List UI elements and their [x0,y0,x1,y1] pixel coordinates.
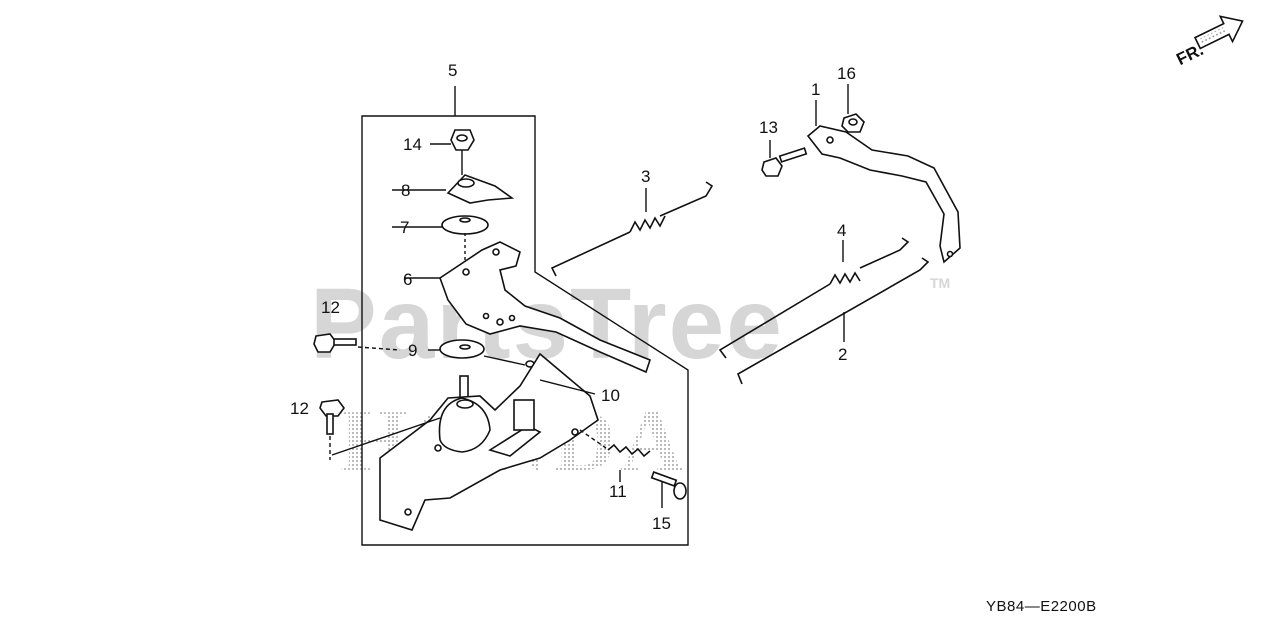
callout-3: 3 [641,167,650,186]
callout-6: 6 [403,270,412,289]
front-direction-indicator: FR. [1173,15,1244,69]
callout-12-upper: 12 [321,298,340,317]
callout-10: 10 [601,386,620,405]
callout-1: 1 [811,80,820,99]
bolt-part-12-lower [319,399,441,460]
callout-2: 2 [838,345,847,364]
callout-9: 9 [408,341,417,360]
callout-8: 8 [401,181,410,200]
base-plate-part-10 [379,352,599,531]
lever-part-1 [806,100,961,264]
callout-labels: 5 14 8 7 6 12 9 12 10 11 15 3 16 1 13 4 … [290,61,856,533]
nut-part-14 [430,129,475,175]
callout-16: 16 [837,64,856,83]
front-arrow-icon [1193,15,1244,50]
bolt-part-15 [650,471,687,508]
spring-part-11 [579,429,651,482]
callout-11: 11 [609,482,627,501]
seat-part-8 [392,174,515,204]
assembly-5-frame [361,86,689,546]
callout-13: 13 [759,118,778,137]
nut-part-16 [841,84,865,133]
callout-15: 15 [652,514,671,533]
bolt-part-12-upper [313,333,401,353]
rod-part-2 [736,257,930,385]
callout-4: 4 [837,221,846,240]
washer-part-9 [428,339,535,368]
drawing-code: YB84—E2200B [986,598,1097,615]
rod-part-4 [718,237,910,359]
callout-5: 5 [448,61,457,80]
rod-part-3 [550,181,714,277]
lever-plate-part-6 [405,241,651,374]
callout-12-lower: 12 [290,399,309,418]
callout-7: 7 [400,218,409,237]
callout-14: 14 [403,135,422,154]
watermark-trademark: TM [930,275,950,291]
bolt-part-13 [761,140,808,177]
